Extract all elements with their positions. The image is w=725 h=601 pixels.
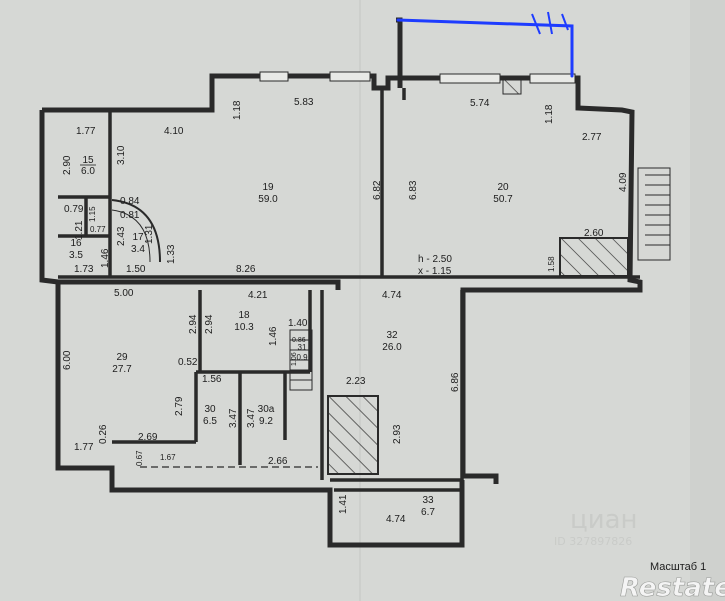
spiral-stair-inner <box>111 209 151 263</box>
room-31-number: 31 <box>298 343 307 352</box>
dimension-label: 2.60 <box>584 228 604 239</box>
dimension-label: 0.84 <box>120 196 140 207</box>
dimension-label: 1.58 <box>547 256 556 272</box>
dimension-label: 4.74 <box>382 290 402 301</box>
room-19-number: 19 <box>262 182 274 193</box>
dimension-label: 4.09 <box>618 172 629 192</box>
dimension-label: 1.41 <box>338 494 349 514</box>
room-16-area: 3.5 <box>69 250 83 261</box>
hatched-shaft-room-20 <box>559 237 629 277</box>
scale-label: Масштаб 1 <box>650 561 706 573</box>
room-19-area: 59.0 <box>258 194 278 205</box>
dimension-label: 2.77 <box>582 132 602 143</box>
ceiling-height-note: h - 2.50 <box>418 254 452 265</box>
dimension-label: 4.74 <box>386 514 406 525</box>
dimension-label: 0.81 <box>120 210 140 221</box>
dimension-label: 2.94 <box>188 314 199 334</box>
stair-31 <box>289 329 313 391</box>
dimension-label: 1.33 <box>166 244 177 264</box>
dimension-labels: 5.83 1.18 4.10 1.77 2.90 3.10 0.84 0.81 … <box>62 97 629 525</box>
dimension-label: 0.26 <box>98 424 109 444</box>
room-18-area: 10.3 <box>234 322 254 333</box>
dimension-label: 1.15 <box>88 206 97 222</box>
room-30-area: 6.5 <box>203 416 217 427</box>
dimension-label: 2.23 <box>346 376 366 387</box>
dimension-label: 1.46 <box>268 326 279 346</box>
dimension-label: 1.18 <box>544 104 555 124</box>
blue-annotation-line <box>396 18 574 78</box>
watermark-cian: циан <box>570 505 638 535</box>
room-20-number: 20 <box>497 182 509 193</box>
room-15-number: 15 <box>82 155 94 166</box>
dimension-label: 0.77 <box>90 225 106 234</box>
dimension-label: 4.21 <box>248 290 268 301</box>
room-29-area: 27.7 <box>112 364 132 375</box>
room-32-area: 26.0 <box>382 342 402 353</box>
room-30-number: 30 <box>204 404 216 415</box>
dimension-label: 3.10 <box>116 145 127 165</box>
interior-walls <box>58 88 640 492</box>
dimension-label: 4.10 <box>164 126 184 137</box>
room-17-area: 3.4 <box>131 244 145 255</box>
dimension-label: 1.77 <box>74 442 94 453</box>
paper-right-edge <box>690 0 725 601</box>
dimension-label: 1.46 <box>100 248 111 268</box>
room-17-number: 17 <box>132 232 144 243</box>
room-16-number: 16 <box>70 238 82 249</box>
dimension-label: 2.93 <box>392 424 403 444</box>
dimension-label: 2.79 <box>174 396 185 416</box>
hatched-shaft-room-32 <box>327 395 379 475</box>
dimension-label: 2.90 <box>62 155 73 175</box>
dimension-label: 1.40 <box>288 318 308 329</box>
room-33-number: 33 <box>422 495 434 506</box>
dimension-label: 1.56 <box>202 374 222 385</box>
dimension-label: 0.52 <box>178 357 198 368</box>
exterior-stair <box>637 167 671 261</box>
room-31-area: 0.9 <box>296 353 308 362</box>
dimension-label: 1.73 <box>74 264 94 275</box>
dimension-label: 3.47 <box>246 408 257 428</box>
dimension-label: 1.31 <box>144 224 155 244</box>
dimension-label: 2.66 <box>268 456 288 467</box>
dimension-label: 3.47 <box>228 408 239 428</box>
hatched-vent <box>502 77 522 95</box>
room-18-number: 18 <box>238 310 250 321</box>
watermark-brand: Restate <box>620 573 725 601</box>
dimension-label: 1.18 <box>232 100 243 120</box>
room-15-area: 6.0 <box>81 166 95 177</box>
room-labels: 15 6.0 16 3.5 17 3.4 19 59.0 20 50.7 18 … <box>69 155 513 518</box>
dimension-label: 6.83 <box>408 180 419 200</box>
dimension-label: 5.74 <box>470 98 490 109</box>
blue-annotation-marks <box>531 11 569 35</box>
dimension-label: 2.69 <box>138 432 158 443</box>
dimension-label: 0.67 <box>135 450 144 466</box>
dimension-label: 0.79 <box>64 204 84 215</box>
dimension-label: 6.00 <box>62 350 73 370</box>
room-20-area: 50.7 <box>493 194 513 205</box>
dimension-label: 1.67 <box>160 453 176 462</box>
dimension-label: 8.26 <box>236 264 256 275</box>
windows <box>259 71 576 84</box>
level-note: x - 1.15 <box>418 266 452 277</box>
room-29-number: 29 <box>116 352 128 363</box>
dimension-label: 1.50 <box>126 264 146 275</box>
room-33-area: 6.7 <box>421 507 435 518</box>
dimension-label: 5.00 <box>114 288 134 299</box>
dimension-label: 5.83 <box>294 97 314 108</box>
dimension-label: 6.82 <box>372 180 383 200</box>
room-30a-number: 30a <box>258 404 275 415</box>
dimension-label: 2.43 <box>116 226 127 246</box>
dimension-label: 1.06 <box>291 352 298 366</box>
dimension-label: 0.86 <box>292 337 306 344</box>
room-30a-area: 9.2 <box>259 416 273 427</box>
room-32-number: 32 <box>386 330 398 341</box>
dimension-label: 2.94 <box>204 314 215 334</box>
dimension-label: 1.21 <box>74 220 85 240</box>
watermark-id: ID 327897826 <box>554 535 632 548</box>
dimension-label: 1.77 <box>76 126 96 137</box>
dimension-label: 6.86 <box>450 372 461 392</box>
spiral-stair <box>111 199 161 263</box>
